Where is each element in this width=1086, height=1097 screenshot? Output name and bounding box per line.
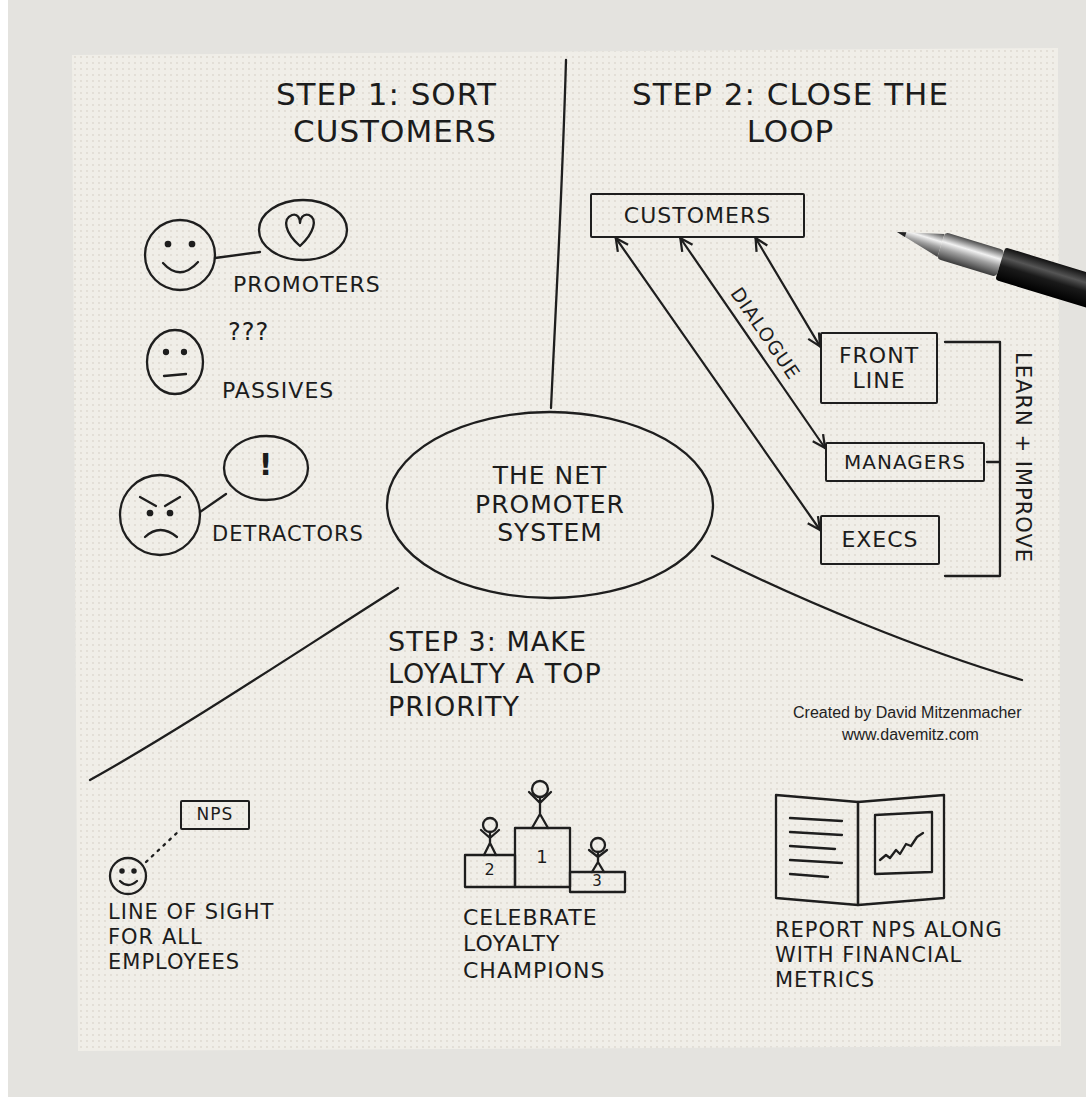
- chart-frame: [875, 812, 932, 874]
- exclamation-mark: !: [246, 447, 286, 483]
- napkin: [72, 48, 1061, 1051]
- podium-block: [570, 872, 625, 892]
- photo-frame: [0, 0, 8, 1097]
- step-heading: STEP 1: SORT CUSTOMERS: [125, 76, 497, 150]
- stick-figure: [591, 838, 605, 852]
- action-caption: REPORT NPS ALONG WITH FINANCIAL METRICS: [775, 918, 1037, 994]
- text-lines: [790, 818, 842, 877]
- stick-figure: [481, 830, 499, 855]
- step-heading: STEP 2: CLOSE THE LOOP: [598, 76, 983, 150]
- stick-figure: [532, 781, 548, 797]
- divider-line: [712, 556, 1022, 680]
- node-text-group: CUSTOMERS: [624, 203, 771, 228]
- napkin-texture: [72, 48, 1061, 1051]
- node-text-group: THE NET PROMOTER SYSTEM: [433, 462, 668, 548]
- segment-label: PASSIVES: [222, 378, 334, 404]
- face-eye: [132, 869, 135, 872]
- ink-drawing: [90, 60, 1022, 905]
- node-text: MANAGERS: [844, 451, 966, 474]
- watermark: www.davemitz.com: [842, 725, 979, 744]
- face-eye: [190, 242, 194, 246]
- face-eye: [166, 242, 170, 246]
- bracket-label: LEARN + IMPROVE: [1009, 318, 1034, 598]
- action-caption: LINE OF SIGHT FOR ALL EMPLOYEES: [108, 900, 318, 976]
- sight-line: [146, 830, 180, 862]
- bubble-stem: [215, 252, 260, 258]
- node-text-group: NPS: [197, 805, 234, 825]
- face-mouth: [164, 374, 186, 376]
- node-text: THE NET PROMOTER SYSTEM: [433, 462, 668, 548]
- pen-cone: [893, 221, 944, 257]
- step-heading: STEP 3: MAKE LOYALTY A TOP PRIORITY: [388, 626, 708, 723]
- node-text-group: FRONT LINE: [822, 343, 936, 394]
- stakeholder-box: MANAGERS: [825, 442, 985, 482]
- divider-line: [90, 588, 398, 780]
- podium-number: 3: [570, 872, 625, 890]
- report-page: [858, 795, 944, 905]
- podium-block: [465, 855, 515, 887]
- face-eye: [120, 869, 123, 872]
- face-eye: [168, 511, 172, 515]
- passive-face: [147, 330, 203, 394]
- stakeholder-box: FRONT LINE: [820, 332, 938, 404]
- dialogue-arrow: [616, 238, 820, 530]
- segment-label: DETRACTORS: [212, 522, 364, 547]
- stick-figure: [483, 818, 497, 832]
- face-eye: [182, 350, 186, 354]
- pen-grip: [995, 247, 1086, 320]
- pen: [892, 216, 1086, 321]
- stick-figure: [529, 792, 551, 828]
- detractor-face: [120, 475, 200, 555]
- face-brows: [140, 497, 180, 506]
- ellipse-outline: [387, 412, 713, 598]
- node-text-group: EXECS: [841, 527, 918, 552]
- face-smile: [120, 881, 137, 885]
- stakeholder-box: EXECS: [820, 515, 940, 565]
- chart-line: [880, 833, 923, 860]
- node-text: EXECS: [841, 527, 918, 552]
- podium-block: [515, 828, 570, 887]
- metric-box: NPS: [180, 800, 250, 830]
- node-text: NPS: [197, 805, 234, 825]
- stick-figure: [589, 850, 607, 872]
- speech-bubble: [224, 436, 308, 500]
- node-text: FRONT LINE: [822, 343, 936, 394]
- bubble-stem: [200, 494, 226, 512]
- employee-face: [110, 858, 146, 894]
- stakeholder-box: CUSTOMERS: [590, 193, 805, 238]
- podium-number: 1: [515, 846, 570, 868]
- system-ellipse: THE NET PROMOTER SYSTEM: [385, 410, 715, 600]
- node-text-group: MANAGERS: [844, 451, 966, 474]
- podium-number: 2: [465, 860, 515, 879]
- face-eye: [148, 511, 152, 515]
- node-text: CUSTOMERS: [624, 203, 771, 228]
- question-marks: ???: [228, 318, 269, 347]
- speech-bubble: [259, 200, 347, 260]
- heart-symbol: [286, 215, 314, 246]
- action-caption: CELEBRATE LOYALTY CHAMPIONS: [463, 905, 663, 984]
- pen-tip: [896, 230, 906, 237]
- watermark: Created by David Mitzenmacher: [793, 703, 1022, 722]
- report-page: [776, 795, 858, 905]
- face-eye: [164, 350, 168, 354]
- face-smile: [163, 262, 198, 272]
- divider-line: [551, 60, 566, 408]
- promoter-face: [145, 220, 215, 290]
- pen-band: [937, 232, 1004, 277]
- face-frown: [145, 530, 177, 537]
- dialogue-arrow: [680, 238, 825, 448]
- segment-label: PROMOTERS: [233, 272, 381, 298]
